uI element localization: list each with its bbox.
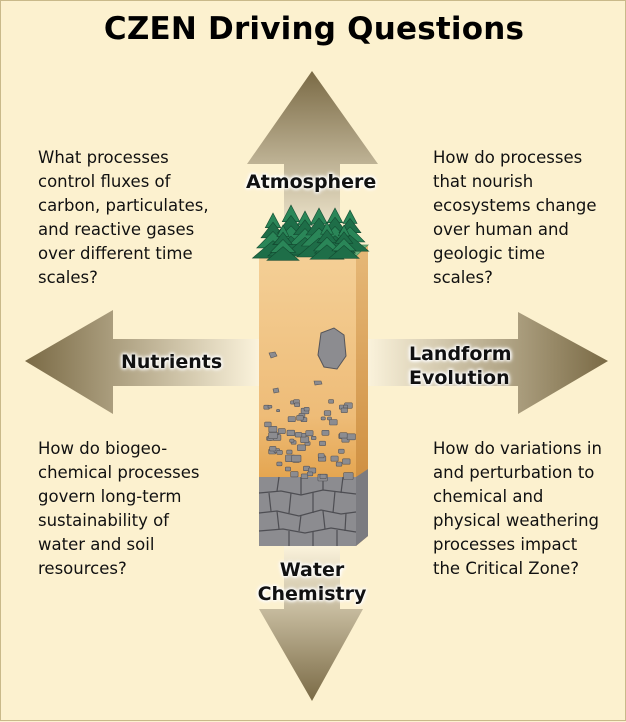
pebble <box>287 416 296 422</box>
pebble <box>340 407 348 413</box>
label-nutrients: Nutrients <box>121 351 223 373</box>
forest-trees <box>251 204 370 261</box>
pebble <box>300 473 309 479</box>
pebble <box>277 428 286 434</box>
pebble <box>321 429 330 436</box>
pebble <box>276 461 283 467</box>
pebble <box>330 455 339 462</box>
pebble <box>317 453 325 459</box>
pebble <box>310 435 317 440</box>
pebble <box>267 404 273 409</box>
pebble <box>319 440 326 446</box>
label-water-chemistry: Water Chemistry <box>257 559 367 605</box>
pebble <box>343 404 348 409</box>
pebble <box>294 402 300 407</box>
pebble <box>289 438 295 443</box>
pebble <box>276 409 281 412</box>
arrow-down <box>259 546 363 701</box>
question-top-right: How do processes that nourish ecosystems… <box>433 148 597 287</box>
pebble <box>290 471 299 478</box>
question-bottom-right: How do variations in and perturbation to… <box>433 439 602 578</box>
pebble <box>328 399 334 404</box>
pebble <box>286 449 293 455</box>
arrow-up <box>247 71 378 246</box>
label-atmosphere: Atmosphere <box>246 171 377 193</box>
pebble <box>305 430 314 437</box>
pebble <box>342 458 351 465</box>
pebble <box>276 450 283 455</box>
question-top-left: What processes control fluxes of carbon,… <box>38 148 209 287</box>
pebble <box>268 425 278 433</box>
pebble <box>343 472 354 480</box>
question-bottom-left: How do biogeo- chemical processes govern… <box>38 439 200 578</box>
pebble <box>284 466 291 472</box>
pebble <box>329 419 338 426</box>
pebble <box>306 471 314 477</box>
pebble <box>291 454 302 463</box>
pebble <box>346 433 356 441</box>
pebble <box>335 461 343 467</box>
pebble <box>303 406 310 412</box>
pebble <box>264 421 272 428</box>
pebble <box>269 446 277 452</box>
page-title: CZEN Driving Questions <box>103 11 525 47</box>
pebble <box>338 448 345 454</box>
tree <box>266 224 300 261</box>
pebble <box>294 432 303 438</box>
arrow-left <box>25 310 259 414</box>
pebble <box>323 410 332 416</box>
pebble <box>268 432 278 439</box>
soil-column <box>257 244 370 546</box>
label-landform-evolution: Landform Evolution <box>409 343 512 389</box>
tree <box>328 224 360 259</box>
pebble <box>319 473 327 479</box>
pebble <box>300 436 310 443</box>
pebble <box>286 429 295 437</box>
pebble <box>320 416 326 421</box>
pebble <box>296 415 304 421</box>
arrow-right <box>367 312 608 414</box>
pebble <box>339 432 348 439</box>
pebble <box>297 444 306 451</box>
